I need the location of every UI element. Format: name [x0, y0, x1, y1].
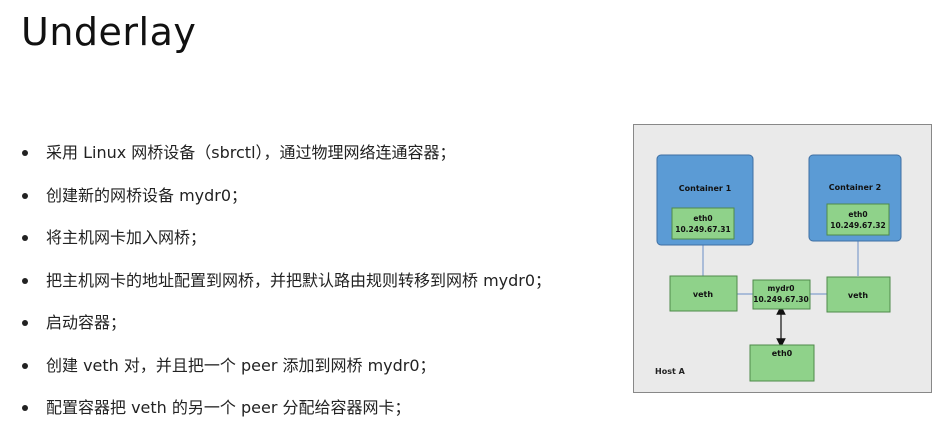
container-2-eth	[826, 203, 890, 236]
bullet-dot-icon	[22, 405, 28, 411]
veth-left-box	[669, 275, 738, 312]
network-diagram: Host A Container 1 eth0 10.249.67.31 Con…	[633, 124, 932, 393]
bridge-name: mydr0	[768, 284, 795, 293]
bullet-text: 启动容器；	[46, 313, 127, 332]
container-1-label: Container 1	[679, 184, 732, 193]
container-1-eth-name: eth0	[693, 214, 712, 223]
veth-right-box	[826, 276, 891, 313]
bullet-item: 创建新的网桥设备 mydr0；	[20, 185, 551, 228]
bullet-item: 采用 Linux 网桥设备（sbrctl），通过物理网络连通容器；	[20, 142, 551, 185]
container-2-label: Container 2	[829, 183, 881, 192]
bullet-text: 采用 Linux 网桥设备（sbrctl），通过物理网络连通容器；	[46, 143, 456, 162]
container-1-eth-ip: 10.249.67.31	[675, 225, 731, 234]
bullet-text: 创建 veth 对，并且把一个 peer 添加到网桥 mydr0；	[46, 355, 436, 375]
bullet-dot-icon	[22, 362, 28, 369]
bullet-dot-icon	[22, 192, 28, 199]
container-2-eth-name: eth0	[848, 210, 867, 219]
bullet-dot-icon	[22, 150, 28, 156]
bullet-text: 将主机网卡加入网桥；	[46, 228, 207, 247]
bullet-item: 将主机网卡加入网桥；	[20, 227, 551, 270]
bullet-text: 把主机网卡的地址配置到网桥，并把默认路由规则转移到网桥 mydr0；	[46, 270, 552, 290]
container-2-eth-ip: 10.249.67.32	[830, 221, 886, 230]
bullet-item: 创建 veth 对，并且把一个 peer 添加到网桥 mydr0；	[20, 355, 551, 398]
bullet-list: 采用 Linux 网桥设备（sbrctl），通过物理网络连通容器； 创建新的网桥…	[20, 142, 551, 440]
host-eth-box	[749, 344, 815, 382]
veth-right-label: veth	[848, 291, 868, 300]
slide-title: Underlay	[21, 10, 197, 54]
bullet-text: 创建新的网桥设备 mydr0；	[46, 185, 248, 205]
bridge-box	[752, 279, 811, 310]
bullet-text: 配置容器把 veth 的另一个 peer 分配给容器网卡；	[46, 398, 411, 417]
bullet-dot-icon	[22, 235, 28, 241]
bullet-item: 配置容器把 veth 的另一个 peer 分配给容器网卡；	[20, 397, 551, 440]
bullet-item: 把主机网卡的地址配置到网桥，并把默认路由规则转移到网桥 mydr0；	[20, 270, 551, 313]
host-eth-label: eth0	[772, 349, 793, 358]
bridge-ip: 10.249.67.30	[753, 295, 809, 304]
host-label: Host A	[655, 367, 686, 376]
bullet-dot-icon	[22, 320, 28, 326]
bullet-item: 启动容器；	[20, 312, 551, 355]
bullet-dot-icon	[22, 277, 28, 284]
veth-left-label: veth	[693, 290, 713, 299]
container-1-eth	[671, 207, 735, 240]
